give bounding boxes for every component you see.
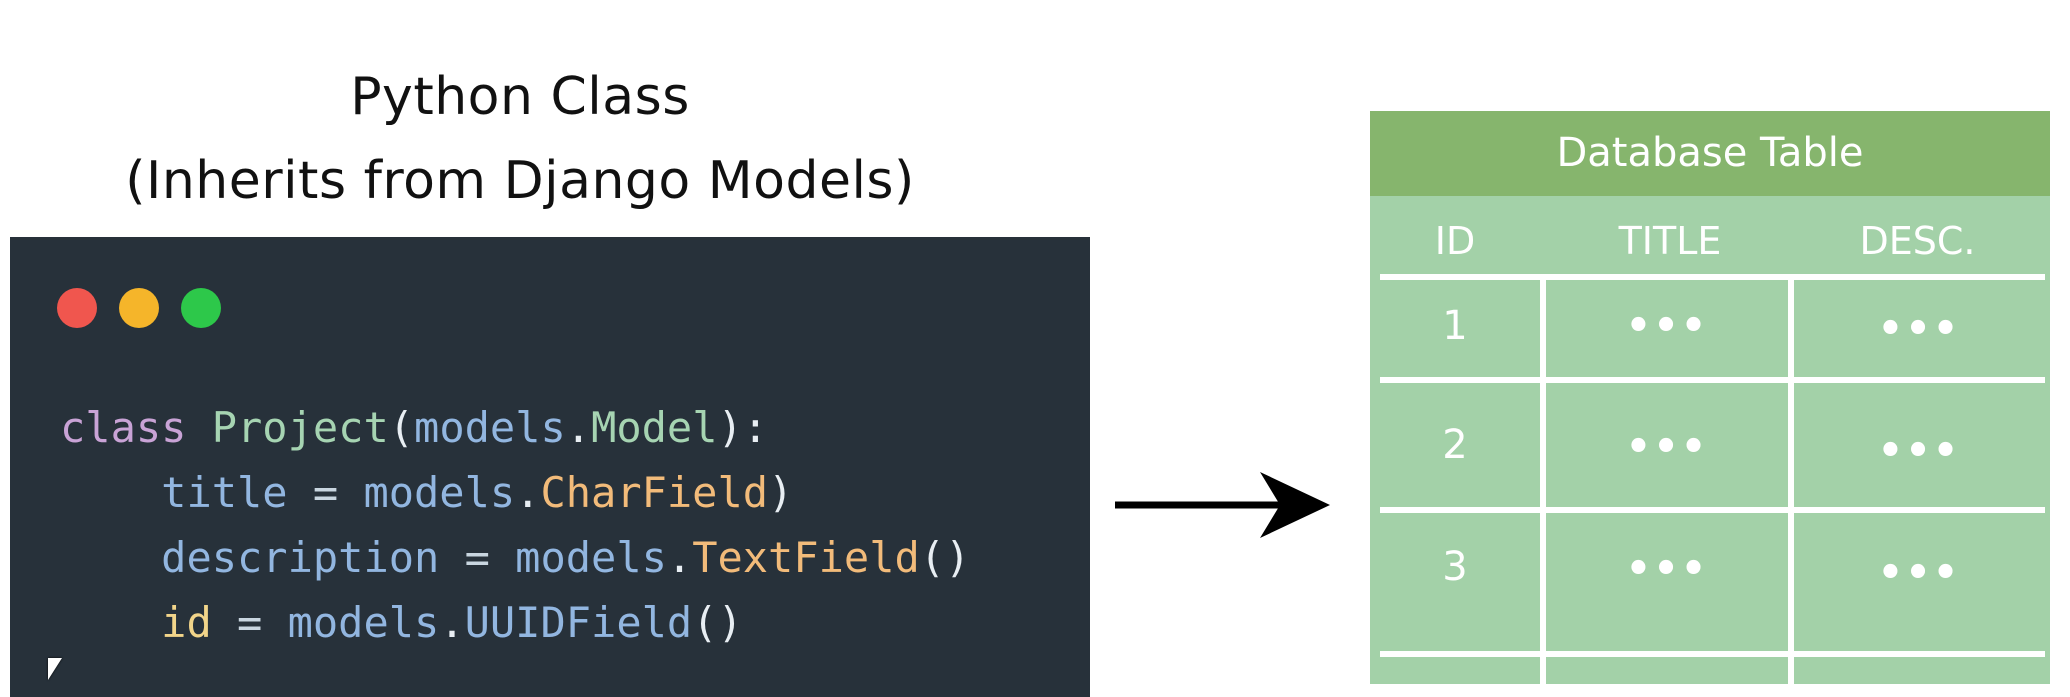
code-line-1: class Project(models.Model): [60, 395, 970, 460]
row-2-id: 2 [1442, 422, 1468, 468]
mouse-cursor-icon [48, 658, 72, 680]
column-divider [1788, 277, 1794, 684]
code-token: () [919, 533, 971, 582]
minimize-dot-icon[interactable] [119, 288, 159, 328]
database-table: Database Table ID TITLE DESC. 1 ••• ••• … [1370, 111, 2050, 684]
heading-line-2: (Inherits from Django Models) [125, 151, 915, 211]
row-3-id: 3 [1442, 544, 1468, 590]
database-table-title: Database Table [1370, 111, 2050, 196]
header-divider [1380, 274, 2045, 280]
code-token: description [161, 533, 440, 582]
close-dot-icon[interactable] [57, 288, 97, 328]
row-3-title: ••• [1625, 546, 1709, 592]
code-window: class Project(models.Model): title = mod… [10, 237, 1090, 697]
row-divider [1380, 507, 2045, 513]
code-token: id [161, 598, 212, 647]
column-divider [1540, 277, 1546, 684]
column-header-title: TITLE [1618, 219, 1722, 263]
python-class-heading: Python Class (Inherits from Django Model… [40, 55, 1000, 223]
row-2-title: ••• [1625, 424, 1709, 470]
code-token: Model [591, 403, 718, 452]
code-block: class Project(models.Model): title = mod… [60, 395, 970, 655]
code-token: . [565, 403, 592, 452]
code-token: ) [768, 468, 794, 517]
code-token: class [60, 403, 187, 452]
code-line-4: id = models.UUIDField() [60, 590, 970, 655]
row-1-id: 1 [1442, 303, 1468, 349]
row-divider [1380, 377, 2045, 383]
code-token: models [287, 598, 440, 647]
row-divider [1380, 651, 2045, 657]
code-line-3: description = models.TextField() [60, 525, 970, 590]
code-token [60, 533, 161, 582]
code-token: models [414, 403, 566, 452]
row-3-desc: ••• [1877, 550, 1961, 596]
code-token: = [439, 533, 516, 582]
right-arrow-icon [1115, 472, 1330, 538]
window-controls [57, 288, 221, 328]
code-token [186, 403, 211, 452]
code-token: . [515, 468, 541, 517]
code-token: CharField [540, 468, 769, 517]
code-token: . [666, 533, 693, 582]
column-header-desc: DESC. [1859, 219, 1976, 263]
code-token: = [287, 468, 364, 517]
row-1-title: ••• [1625, 303, 1709, 349]
row-2-desc: ••• [1877, 428, 1961, 474]
code-token: Project [211, 403, 389, 452]
code-token: ): [717, 403, 769, 452]
code-token: UUIDField [464, 598, 693, 647]
code-token: = [211, 598, 288, 647]
code-token [60, 468, 161, 517]
row-1-desc: ••• [1877, 306, 1961, 352]
code-line-2: title = models.CharField) [60, 460, 970, 525]
code-token: . [439, 598, 465, 647]
maximize-dot-icon[interactable] [181, 288, 221, 328]
code-token: () [692, 598, 743, 647]
code-token [60, 598, 161, 647]
column-header-id: ID [1434, 219, 1476, 263]
code-token: models [363, 468, 516, 517]
code-token: TextField [692, 533, 920, 582]
heading-line-1: Python Class [350, 67, 690, 127]
code-token: models [515, 533, 667, 582]
code-token: title [161, 468, 288, 517]
code-token: ( [388, 403, 415, 452]
